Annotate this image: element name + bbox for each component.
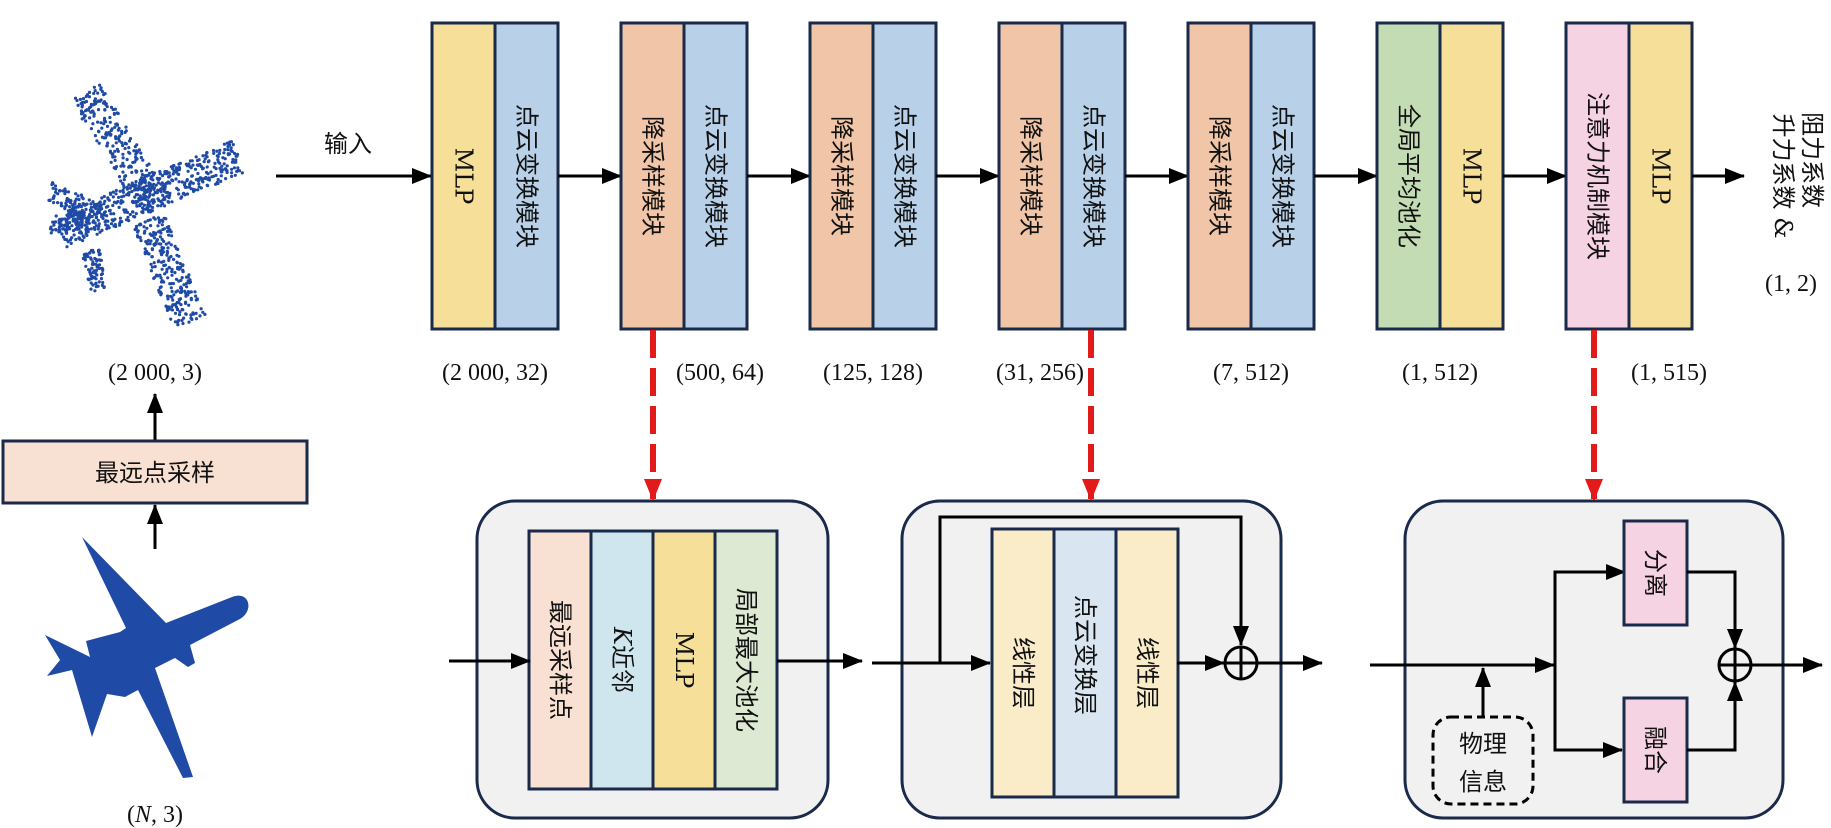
pipeline-block-label: MLP xyxy=(1458,148,1486,205)
downsample-layer-fps_box: 最远采样点 xyxy=(527,529,593,791)
transform-layer-label: 点云变换层 xyxy=(1071,595,1099,715)
pipeline-stage: 注意力机制模块 MLP (1, 515) xyxy=(1564,21,1745,386)
pipeline-block-label: 全局平均池化 xyxy=(1395,104,1423,248)
pipeline-stage: MLP 点云变换模块 (2 000, 32) xyxy=(430,21,622,386)
pipeline-block-downsample: 降采样模块 xyxy=(619,21,686,331)
pipeline-block-label: 降采样模块 xyxy=(1206,116,1234,236)
pipeline-block-global_pool: 全局平均池化 xyxy=(1375,21,1442,331)
fuse-to-sum xyxy=(1687,681,1743,752)
physics-info-label-line1: 物理 xyxy=(1459,730,1507,758)
pipeline-block-transform: 点云变换模块 xyxy=(1249,21,1316,331)
output-shape-label: (1, 2) xyxy=(1765,271,1817,297)
pipeline-block-mlp: MLP xyxy=(430,21,497,331)
pipeline-block-mlp: MLP xyxy=(1438,21,1505,331)
pipeline-block-downsample: 降采样模块 xyxy=(997,21,1064,331)
output-label: 升力系数 & 阻力系数 (1, 2) xyxy=(1765,112,1826,297)
farthest-point-sampling-box: 最远点采样 xyxy=(1,439,309,505)
downsample-layer-label: MLP xyxy=(670,632,698,689)
pipeline-block-transform: 点云变换模块 xyxy=(1060,21,1127,331)
attention-module-detail: 分离 融合 物理 信息 xyxy=(1370,499,1823,820)
pipeline-block-label: MLP xyxy=(1647,148,1675,205)
downsample-layer-label: K近邻 xyxy=(608,626,636,693)
airplane-mesh-icon xyxy=(45,537,249,778)
pipeline-stage: 降采样模块 点云变换模块 (125, 128) xyxy=(808,21,1000,386)
pipeline-block-label: 降采样模块 xyxy=(1017,116,1045,236)
pipeline-stage: 降采样模块 点云变换模块 (500, 64) xyxy=(619,21,811,386)
downsample-layer-mlp: MLP xyxy=(651,529,717,791)
physics-info-label-line2: 信息 xyxy=(1459,768,1507,796)
stage-output-shape: (31, 256) xyxy=(996,360,1084,386)
downsample-module-detail: 最远采样点 K近邻 MLP 局部最大池化 xyxy=(449,499,863,820)
transform-layer-linear: 线性层 xyxy=(1114,527,1180,799)
sum-node-icon xyxy=(1717,647,1753,683)
pipeline-stage: 降采样模块 点云变换模块 (7, 512) xyxy=(1186,21,1378,386)
pipeline-block-downsample: 降采样模块 xyxy=(1186,21,1253,331)
pipeline-block-label: 点云变换模块 xyxy=(513,104,541,248)
downsample-layer-label: 最远采样点 xyxy=(546,600,574,720)
transform-module-detail: 线性层 点云变换层 线性层 xyxy=(872,499,1323,820)
transform-layer-label: 线性层 xyxy=(1009,637,1037,709)
stage-output-shape: (125, 128) xyxy=(823,360,923,386)
point-cloud-shape-label: (2 000, 3) xyxy=(108,360,202,386)
split-to-sum xyxy=(1687,570,1743,649)
output-lift-coefficient-label: 升力系数 & xyxy=(1769,114,1797,239)
output-drag-coefficient-label: 阻力系数 xyxy=(1798,112,1826,208)
split-label: 分离 xyxy=(1641,549,1669,597)
pipeline-stage: 降采样模块 点云变换模块 (31, 256) xyxy=(996,21,1189,386)
input-label: 输入 xyxy=(324,130,372,158)
fuse-label: 融合 xyxy=(1641,726,1669,774)
pipeline-block-label: 降采样模块 xyxy=(639,116,667,236)
mesh-shape-label: (N, 3) xyxy=(127,802,183,828)
pipeline-block-downsample: 降采样模块 xyxy=(808,21,875,331)
stage-output-shape: (1, 515) xyxy=(1631,360,1707,386)
pipeline-block-label: 注意力机制模块 xyxy=(1584,92,1612,260)
pipeline-block-label: 点云变换模块 xyxy=(702,104,730,248)
branch-to-split xyxy=(1553,564,1626,665)
stage-output-shape: (2 000, 32) xyxy=(442,360,548,386)
split-box: 分离 xyxy=(1622,519,1689,627)
pipeline-stage: 全局平均池化 MLP (1, 512) xyxy=(1375,21,1567,386)
sum-node-icon xyxy=(1223,645,1259,681)
pipeline-block-attention: 注意力机制模块 xyxy=(1564,21,1631,331)
farthest-point-sampling-label: 最远点采样 xyxy=(95,459,215,487)
branch-to-fuse xyxy=(1553,665,1623,758)
transform-layer-pc_transform_layer: 点云变换层 xyxy=(1052,527,1118,799)
pipeline-block-label: 点云变换模块 xyxy=(891,104,919,248)
residual-skip-connection xyxy=(938,515,1249,663)
pipeline-block-mlp: MLP xyxy=(1627,21,1694,331)
fuse-box: 融合 xyxy=(1622,696,1689,804)
downsample-layer-knn: K近邻 xyxy=(589,529,655,791)
pipeline-block-label: 点云变换模块 xyxy=(1269,104,1297,248)
physics-info-box: 物理 信息 xyxy=(1431,715,1535,806)
transform-layer-label: 线性层 xyxy=(1133,637,1161,709)
point-cloud-airplane xyxy=(47,83,244,327)
pipeline-block-transform: 点云变换模块 xyxy=(493,21,560,331)
stage-output-shape: (1, 512) xyxy=(1402,360,1478,386)
stage-output-shape: (500, 64) xyxy=(676,360,764,386)
pipeline-block-transform: 点云变换模块 xyxy=(682,21,749,331)
downsample-layer-label: 局部最大池化 xyxy=(732,588,760,732)
pipeline-block-label: 降采样模块 xyxy=(828,116,856,236)
pipeline: MLP 点云变换模块 (2 000, 32) 降采样模块 点云变换模块 (500, 64)… xyxy=(430,21,1745,386)
transform-layer-linear: 线性层 xyxy=(990,527,1056,799)
pipeline-block-label: 点云变换模块 xyxy=(1080,104,1108,248)
pipeline-block-transform: 点云变换模块 xyxy=(871,21,938,331)
downsample-layer-local_maxpool: 局部最大池化 xyxy=(713,529,779,791)
pipeline-block-label: MLP xyxy=(450,148,478,205)
stage-output-shape: (7, 512) xyxy=(1213,360,1289,386)
